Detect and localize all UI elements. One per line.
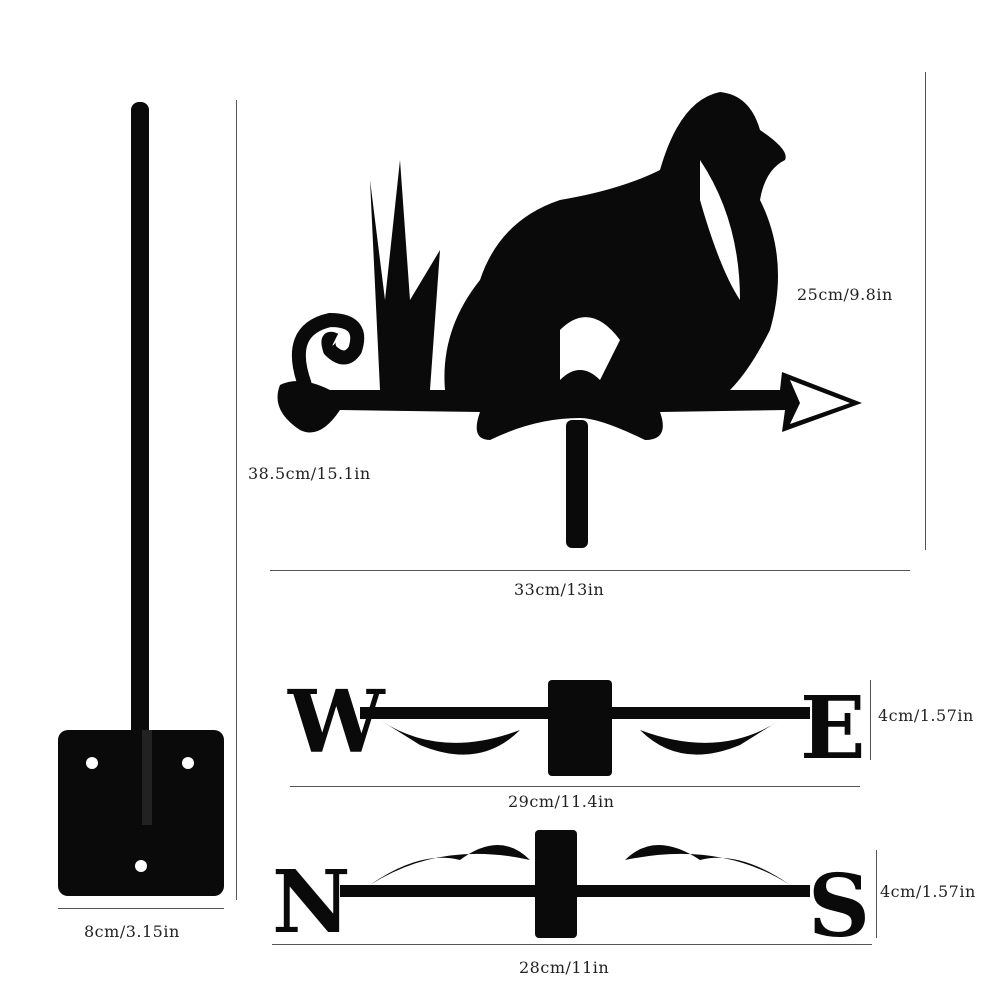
- stake-with-base: [58, 102, 224, 896]
- topper-height-line: [925, 72, 926, 550]
- ns-length-line: [272, 944, 872, 945]
- ns-height-label: 4cm/1.57in: [880, 882, 976, 901]
- collie-dog-topper: [277, 92, 862, 548]
- topper-width-line: [270, 570, 910, 571]
- north-south-arm: [340, 830, 810, 938]
- north-letter: N: [272, 852, 351, 953]
- east-letter: E: [800, 678, 866, 779]
- we-length-label: 29cm/11.4in: [508, 792, 615, 811]
- base-width-label: 8cm/3.15in: [84, 922, 180, 941]
- we-height-label: 4cm/1.57in: [878, 706, 974, 725]
- west-letter: W: [287, 672, 386, 773]
- ns-height-line: [876, 850, 877, 938]
- south-letter: S: [808, 856, 870, 957]
- we-height-line: [870, 680, 871, 760]
- topper-width-label: 33cm/13in: [514, 580, 605, 599]
- ns-length-label: 28cm/11in: [519, 958, 610, 977]
- height-line: [236, 100, 237, 900]
- base-width-line: [58, 908, 224, 909]
- we-length-line: [290, 786, 860, 787]
- total-height-label: 38.5cm/15.1in: [248, 464, 371, 483]
- topper-height-label: 25cm/9.8in: [797, 285, 893, 304]
- west-east-arm: [360, 680, 810, 776]
